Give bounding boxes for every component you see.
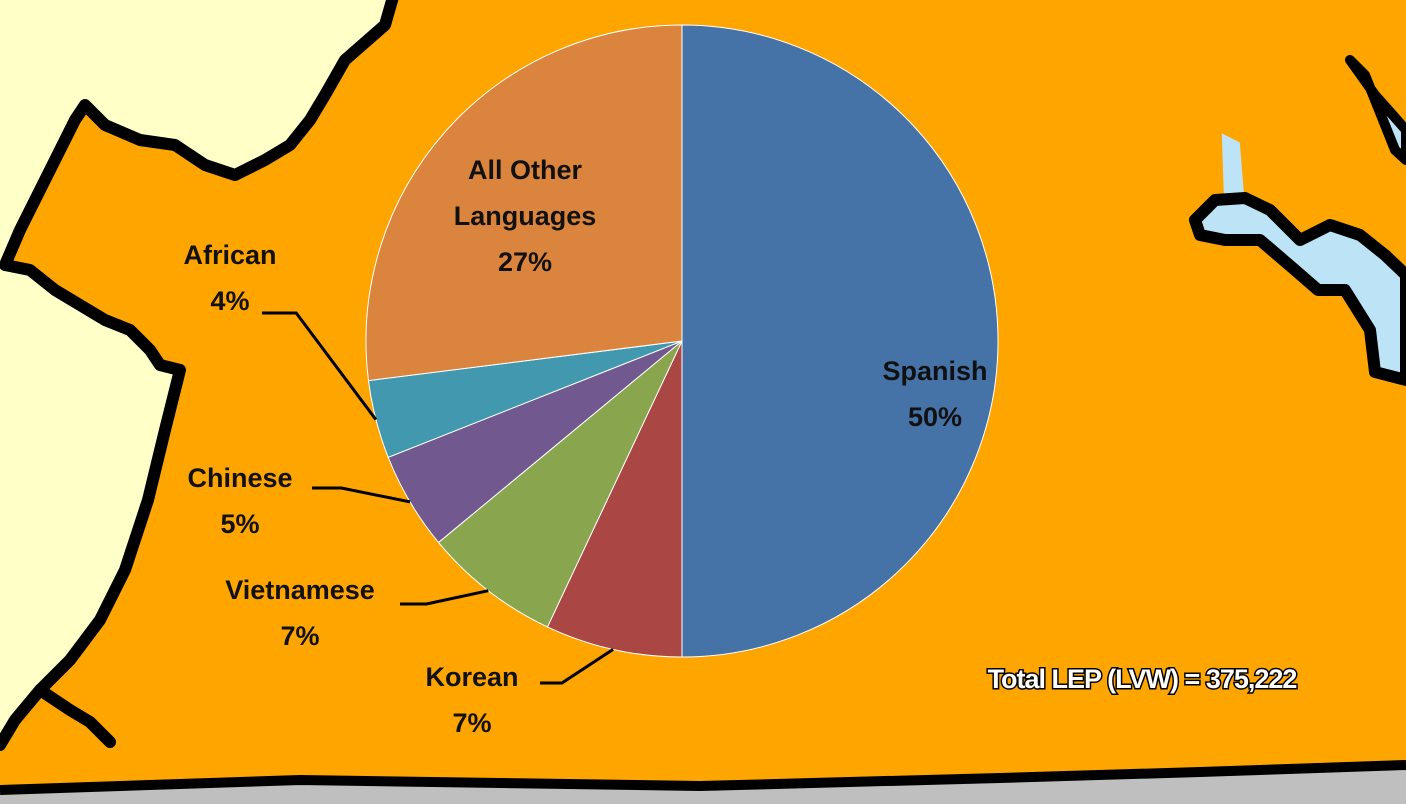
slice-value-label: 7%: [452, 708, 491, 738]
slice-value-label: 4%: [210, 286, 249, 316]
slice-category-label: African: [183, 240, 276, 270]
neighbor-region: [0, 0, 399, 751]
slice-category-label: Languages: [454, 201, 597, 231]
leader-line: [400, 589, 489, 606]
slice-value-label: 50%: [908, 402, 962, 432]
bottom-border: [0, 765, 1406, 804]
slice-value-label: 7%: [280, 621, 319, 651]
river-branch: [34, 684, 116, 748]
slice-category-label: Chinese: [187, 463, 292, 493]
total-annotation: Total LEP (LVW) = 375,222: [988, 664, 1297, 694]
pie-slices: [365, 24, 999, 658]
slice-value-label: 5%: [220, 509, 259, 539]
pie-slice-vietnamese: [437, 340, 683, 628]
pie-slice-all-other-languages: [365, 24, 683, 382]
leader-line: [312, 486, 411, 504]
slice-labels: Spanish 50% Korean 7% Vietnamese 7% Chinese 5% A…: [183, 155, 987, 738]
slice-category-label: Vietnamese: [225, 575, 375, 605]
water-body: [1189, 192, 1406, 386]
slice-category-label: Spanish: [882, 356, 987, 386]
leader-line: [262, 311, 378, 421]
slice-category-label: All Other: [468, 155, 583, 185]
slice-category-label: Korean: [425, 662, 518, 692]
water-body: [1345, 55, 1406, 165]
pie-slice-spanish: [681, 24, 999, 658]
water-body: [1221, 133, 1245, 206]
leader-lines: [262, 311, 614, 685]
leader-line: [540, 648, 614, 685]
bottom-border-line: [0, 760, 1406, 795]
slice-value-label: 27%: [498, 247, 552, 277]
